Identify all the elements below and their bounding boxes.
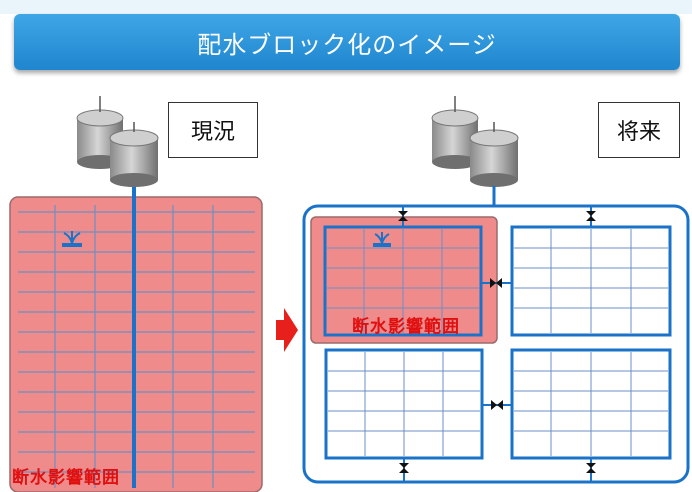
block-top-right <box>510 225 672 337</box>
block-top-left <box>323 225 483 337</box>
valve-icon <box>490 278 502 288</box>
fountain-icon <box>62 231 82 247</box>
valve-icon <box>586 463 596 473</box>
valve-icon <box>491 400 503 410</box>
block-bottom-left <box>324 348 484 460</box>
top-strip <box>0 0 692 14</box>
valve-icon <box>398 211 408 221</box>
title-banner: 配水ブロック化のイメージ <box>14 14 680 70</box>
future-outage-label: 断水影響範囲 <box>352 317 460 337</box>
current-outage-label: 断水影響範囲 <box>12 468 120 488</box>
future-ring-main <box>302 204 690 484</box>
fountain-icon <box>373 232 391 247</box>
valve-icon <box>399 463 409 473</box>
water-tank-icon <box>469 122 519 187</box>
valve-icon <box>586 211 596 221</box>
right-arrow-icon <box>276 308 298 352</box>
current-label: 現況 <box>168 102 258 158</box>
future-label: 将来 <box>598 102 680 158</box>
page-title: 配水ブロック化のイメージ <box>197 30 497 59</box>
water-tank-icon <box>109 122 159 187</box>
current-pipe-grid <box>18 205 255 488</box>
block-bottom-right <box>510 348 672 460</box>
